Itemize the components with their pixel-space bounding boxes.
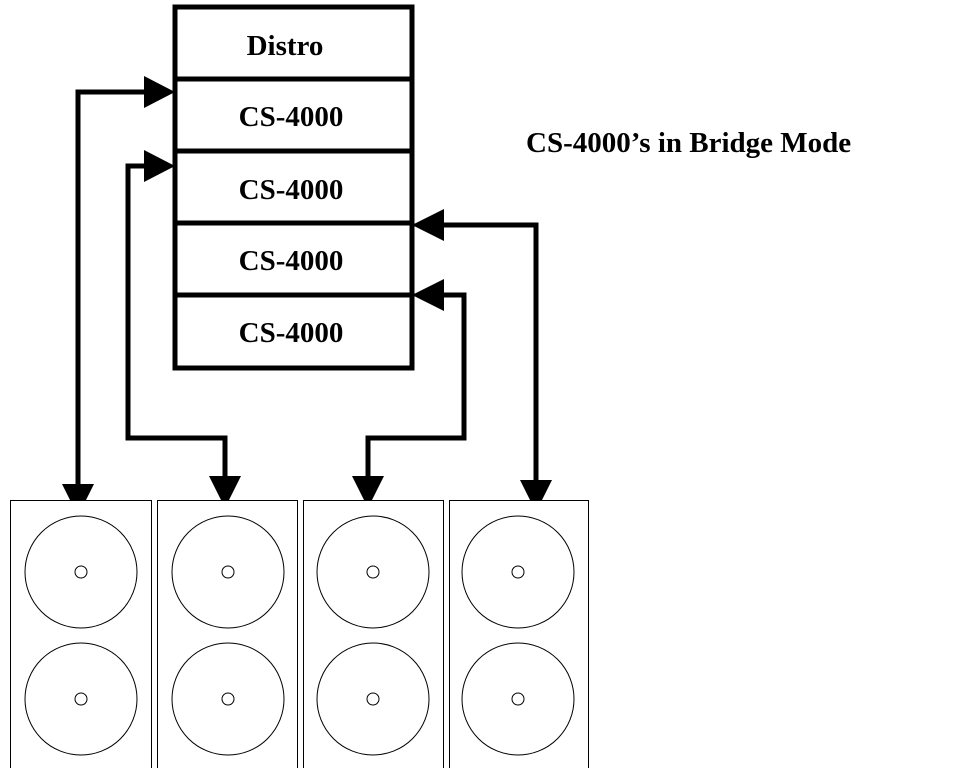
equipment-rack: Distro CS-4000 CS-4000 CS-4000 CS-4000 bbox=[172, 4, 415, 371]
rack-unit-amp-3 bbox=[172, 220, 415, 298]
wire-amp-1-to-speaker-1 bbox=[75, 89, 150, 488]
wire-amp-2-to-speaker-2 bbox=[125, 163, 228, 478]
speaker-2-bottom-driver-center bbox=[221, 692, 235, 706]
speaker-2-top-driver-center bbox=[221, 565, 235, 579]
wire-amp-3-to-speaker-4 bbox=[438, 222, 539, 485]
speaker-array bbox=[10, 500, 589, 768]
speaker-3-bottom-driver-center bbox=[366, 692, 380, 706]
rack-unit-label-amp-3: CS-4000 bbox=[239, 245, 344, 277]
diagram-title: CS-4000’s in Bridge Mode bbox=[526, 127, 851, 159]
speaker-1-bottom-driver-center bbox=[74, 692, 88, 706]
rack-unit-label-amp-4: CS-4000 bbox=[239, 317, 344, 349]
rack-unit-label-amp-2: CS-4000 bbox=[239, 174, 344, 206]
speaker-cabinet-4 bbox=[449, 500, 589, 768]
arrow-into-amp-4 bbox=[412, 279, 444, 311]
arrow-into-speaker-4 bbox=[520, 480, 552, 512]
speaker-cabinet-2 bbox=[157, 500, 298, 768]
rack-unit-amp-4 bbox=[172, 292, 415, 371]
speaker-3-top-driver-center bbox=[366, 565, 380, 579]
arrow-into-speaker-3 bbox=[352, 476, 384, 508]
speaker-cabinet-3 bbox=[303, 500, 444, 768]
arrow-into-amp-1 bbox=[144, 76, 175, 108]
bridge-wiring bbox=[62, 76, 552, 516]
speaker-4-bottom-driver-center bbox=[511, 692, 525, 706]
speaker-1-top-driver-center bbox=[74, 565, 88, 579]
arrow-into-amp-3 bbox=[412, 209, 444, 241]
rack-unit-label-distro: Distro bbox=[247, 30, 324, 62]
arrow-into-speaker-2 bbox=[209, 476, 241, 508]
rack-unit-label-amp-1: CS-4000 bbox=[239, 101, 344, 133]
speaker-cabinet-1 bbox=[10, 500, 152, 768]
wire-amp-4-to-speaker-3 bbox=[365, 292, 467, 478]
arrow-into-amp-2 bbox=[144, 150, 175, 182]
speaker-4-top-driver-center bbox=[511, 565, 525, 579]
